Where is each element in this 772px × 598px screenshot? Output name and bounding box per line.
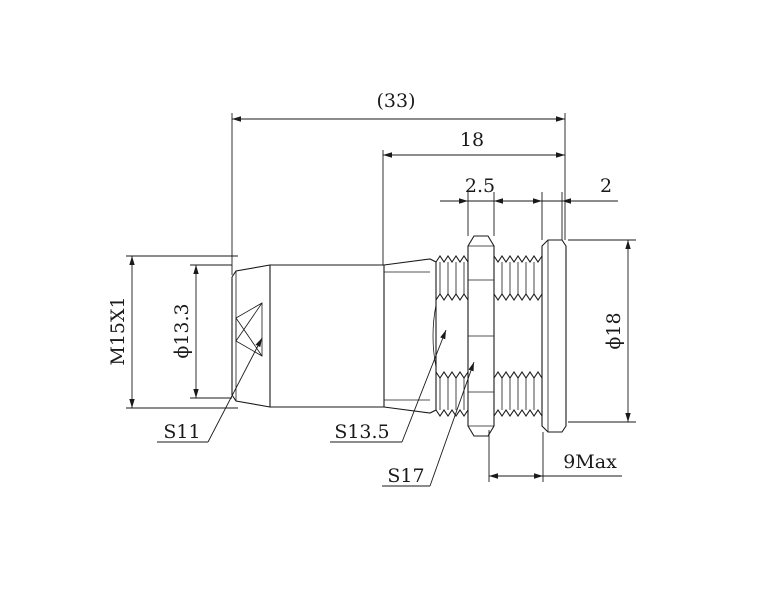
label-flange-thickness: 2 [600, 175, 612, 197]
flange [541, 239, 567, 433]
connector-body [231, 235, 567, 437]
label-body-diameter: ϕ13.3 [171, 303, 193, 358]
extension-lines [126, 113, 636, 482]
hex-nut [467, 235, 495, 437]
leader-lines [157, 329, 475, 487]
label-wrench-s13-5: S13.5 [334, 421, 389, 443]
label-wrench-s11: S11 [163, 421, 200, 443]
label-overall-length: (33) [376, 90, 415, 112]
thread-right [493, 255, 543, 417]
thread-left [432, 255, 469, 417]
label-panel-thickness: 9Max [563, 451, 617, 473]
label-flange-diameter: ϕ18 [603, 312, 625, 349]
label-length-18: 18 [460, 129, 484, 151]
dimension-lines [129, 116, 631, 479]
label-thread: M15X1 [107, 296, 129, 365]
label-nut-thickness: 2.5 [465, 175, 495, 197]
label-wrench-s17: S17 [387, 465, 424, 487]
